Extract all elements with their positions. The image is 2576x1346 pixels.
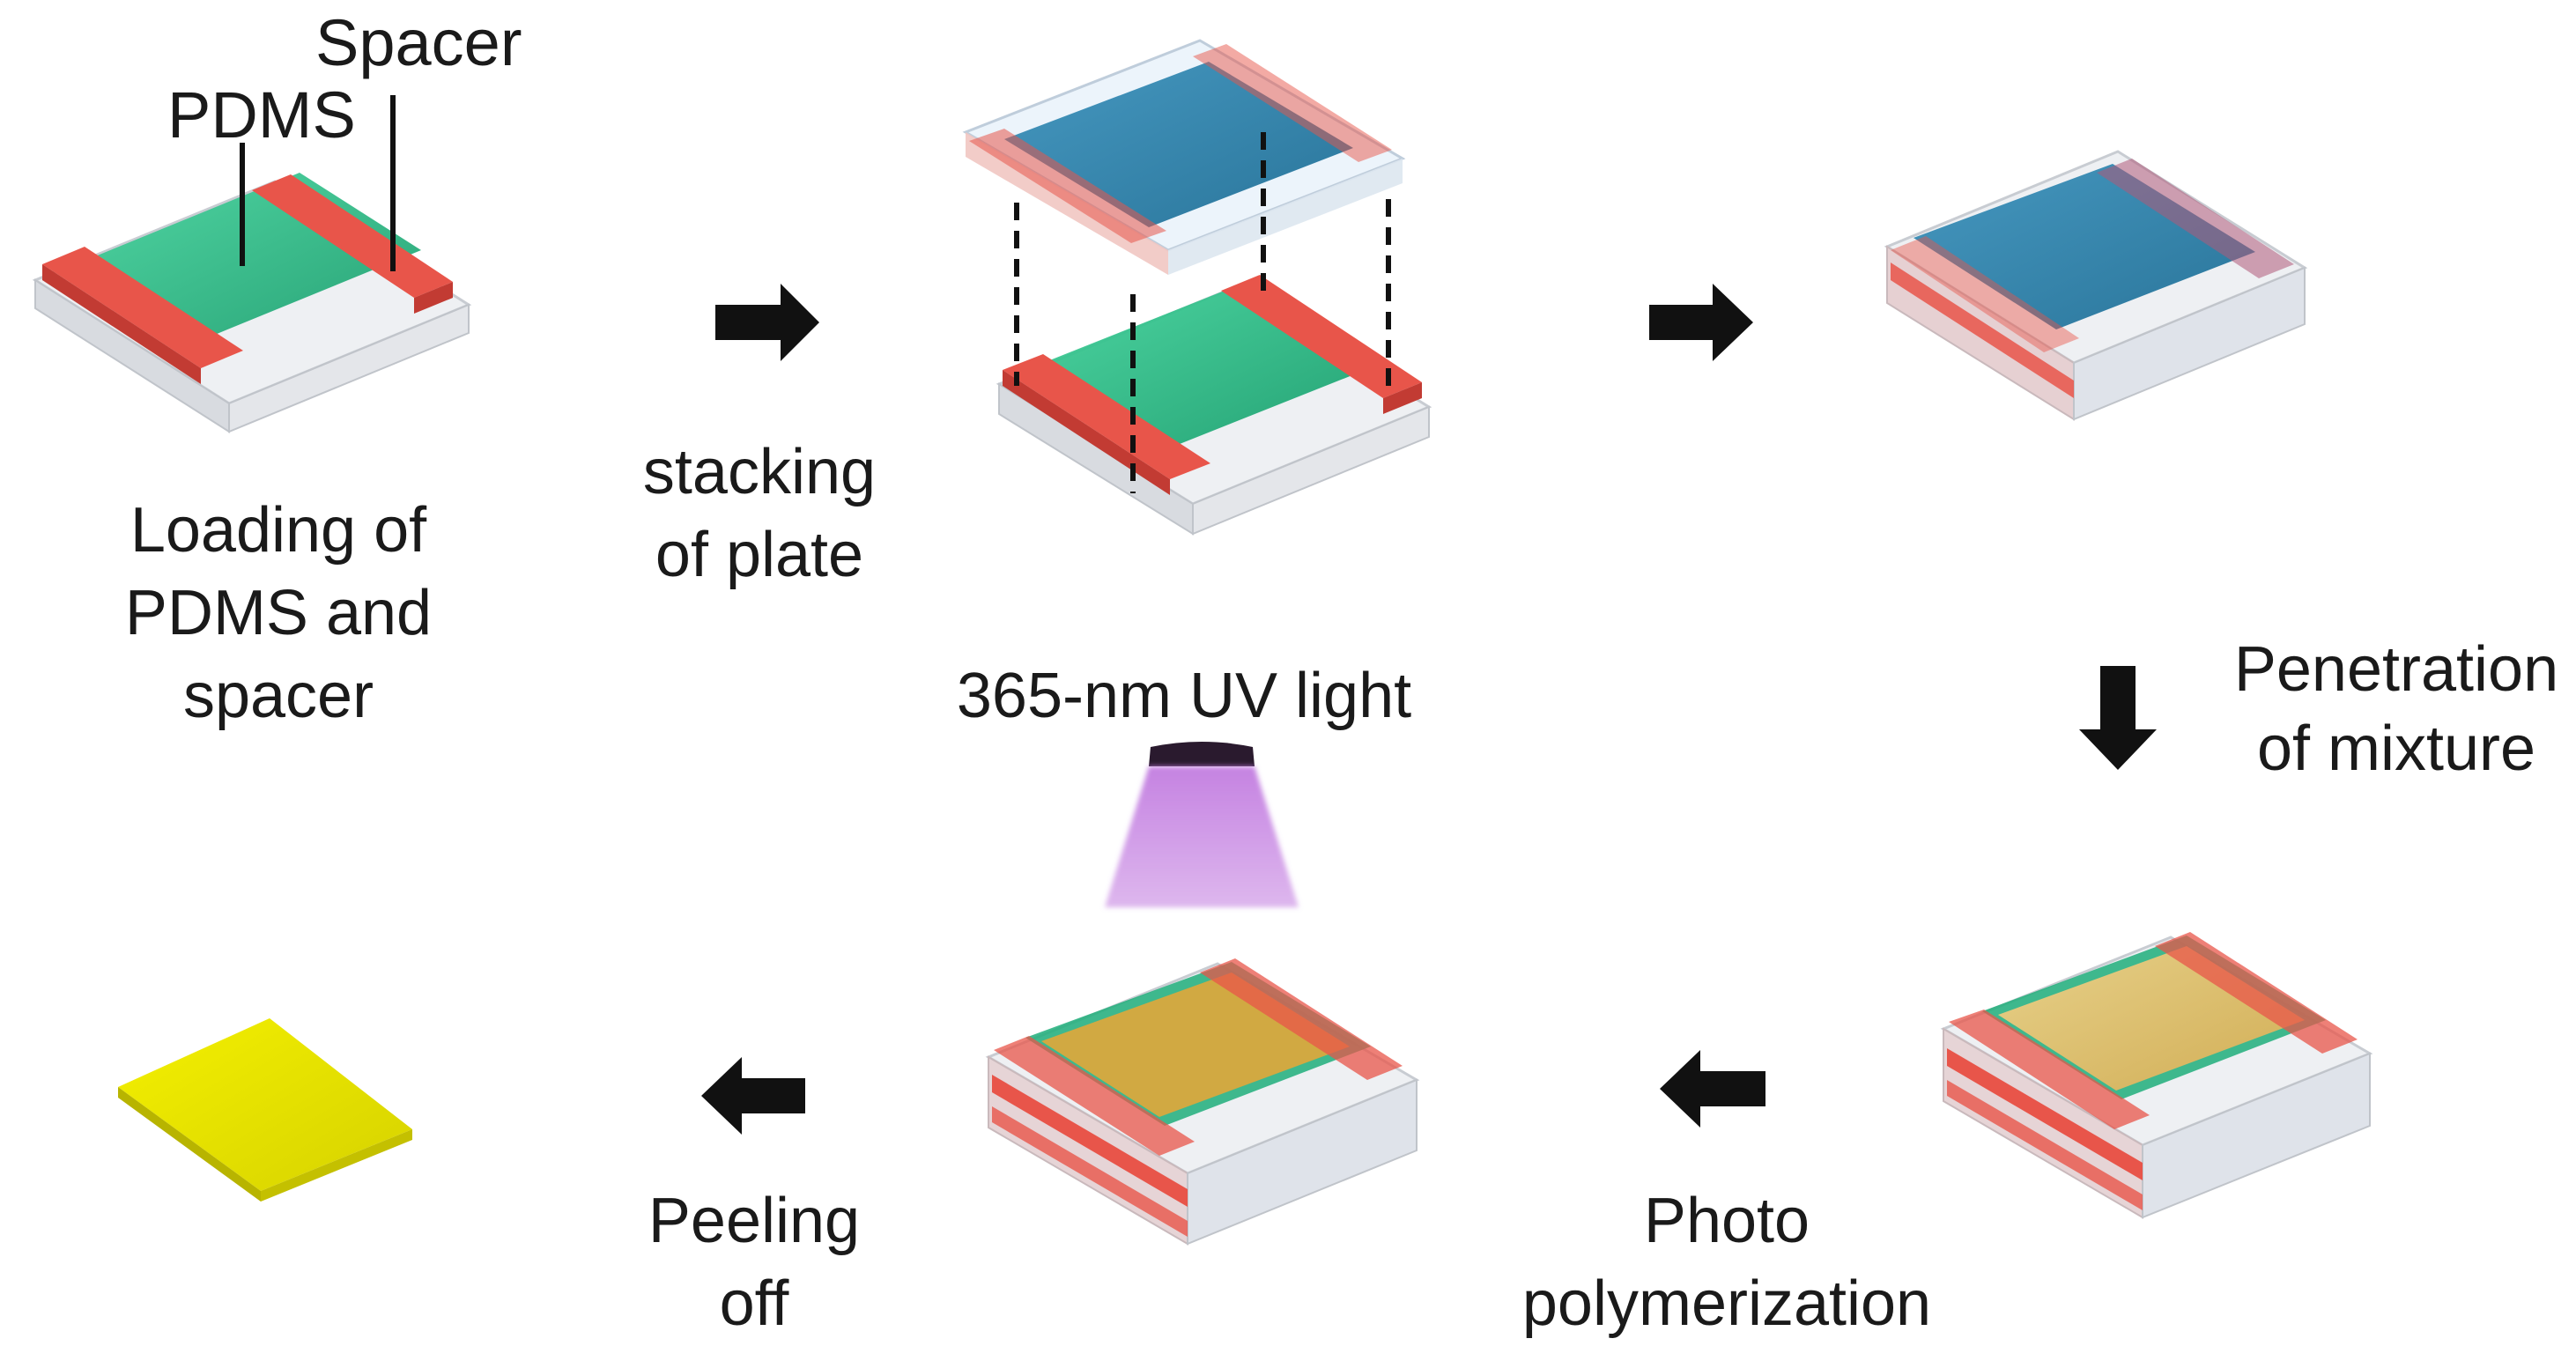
step1-plate-assembly xyxy=(32,95,472,433)
label-loading-line1: Loading of xyxy=(130,495,427,566)
label-photo-line2: polymerization xyxy=(1522,1268,1931,1339)
label-uv-light: 365-nm UV light xyxy=(957,661,1411,731)
label-peeling-line2: off xyxy=(720,1268,790,1339)
arrow-down xyxy=(2079,666,2157,770)
arrow-right-2 xyxy=(1649,284,1753,361)
label-pdms: PDMS xyxy=(167,78,356,152)
arrow-left-1 xyxy=(1660,1050,1765,1128)
label-penetration-line1: Penetration xyxy=(2234,634,2558,705)
label-loading-line2: PDMS and xyxy=(125,578,432,648)
step4-filled-plates xyxy=(1940,932,2373,1219)
label-loading-line3: spacer xyxy=(183,661,374,731)
label-penetration-line2: of mixture xyxy=(2257,714,2535,784)
arrow-right-1 xyxy=(715,284,819,361)
arrow-left-2 xyxy=(701,1057,805,1135)
step3-stacked-plates xyxy=(1884,150,2308,421)
spacer-right xyxy=(252,174,453,298)
yellow-film xyxy=(118,1018,412,1202)
step2-stacked-plates-exploded xyxy=(962,39,1432,536)
label-stacking-line1: stacking xyxy=(643,437,876,507)
spacer-left xyxy=(42,247,243,368)
uv-lamp-icon xyxy=(1105,742,1299,907)
step5-cured-plates xyxy=(985,958,1420,1246)
label-peeling-line1: Peeling xyxy=(648,1186,860,1256)
label-photo-line1: Photo xyxy=(1644,1186,1810,1256)
label-stacking-line2: of plate xyxy=(655,520,863,590)
label-spacer: Spacer xyxy=(315,6,522,79)
